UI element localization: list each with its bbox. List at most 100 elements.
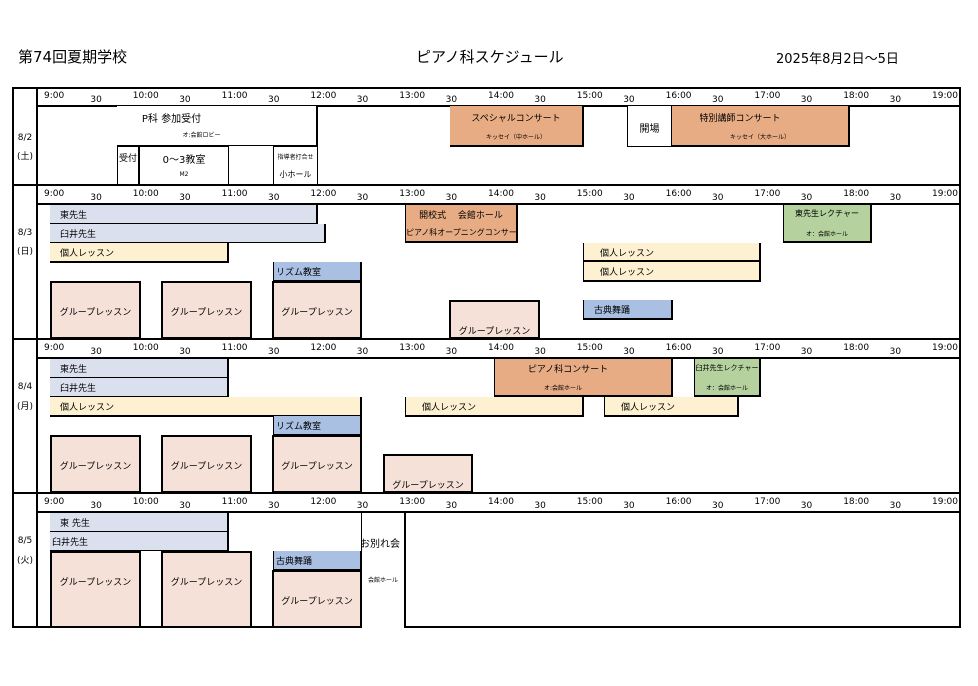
day-separator (12, 338, 961, 340)
event-azuma: 東 先生 (50, 513, 229, 532)
time-tick-label: 30 (179, 95, 191, 105)
time-tick-label: 30 (800, 347, 813, 357)
time-tick-label: 9:00 (44, 343, 65, 353)
time-tick-label: 30 (268, 501, 280, 511)
time-tick-label: 30 (712, 347, 724, 357)
time-tick-label: 11:00 (221, 189, 248, 199)
event-azuma: 東先生 (50, 205, 318, 224)
event-private-lesson: 個人レッスン (604, 397, 739, 417)
time-tick-label: 30 (712, 501, 724, 511)
time-tick-label: 30 (623, 193, 635, 203)
time-tick-label: 30 (534, 193, 546, 203)
day-weekday: (月) (16, 402, 34, 412)
time-tick-label: 10:00 (132, 497, 159, 507)
time-tick-label: 12:00 (310, 343, 337, 353)
event-usui-lecture: 臼井先生レクチャー オ：会館ホール (694, 359, 761, 397)
day-weekday: (土) (16, 152, 34, 162)
time-header-line (36, 357, 961, 359)
event-classroom: 0～3教室 M2 (139, 146, 229, 185)
event-group-lesson: グループレッスン (449, 300, 540, 339)
day-date: 8/5 (17, 536, 33, 546)
time-tick-label: 30 (800, 501, 813, 511)
time-tick-label: 30 (179, 501, 191, 511)
event-azuma: 東先生 (50, 359, 229, 378)
event-private-lesson: 個人レッスン (583, 262, 761, 282)
time-tick-label: 16:00 (665, 497, 692, 507)
event-private-lesson: 個人レッスン (405, 397, 584, 417)
event-private-lesson: 個人レッスン (583, 243, 761, 262)
time-tick-label: 18:00 (843, 189, 870, 199)
time-tick-label: 10:00 (132, 91, 159, 101)
time-tick-label: 30 (712, 193, 724, 203)
time-tick-label: 16:00 (665, 343, 692, 353)
time-tick-label: 15:00 (576, 497, 603, 507)
time-tick-label: 30 (534, 347, 546, 357)
time-tick-label: 30 (800, 193, 813, 203)
event-group-lesson: グループレッスン (161, 281, 252, 339)
time-tick-label: 14:00 (488, 189, 514, 199)
event-usui: 臼井先生 (50, 532, 229, 551)
time-tick-label: 19:00 (932, 497, 958, 507)
event-group-lesson: グループレッスン (272, 435, 362, 493)
time-tick-label: 12:00 (310, 497, 337, 507)
time-tick-label: 14:00 (488, 343, 514, 353)
time-tick-label: 11:00 (221, 343, 248, 353)
event-farewell-party: お別れ会 会館ホール (361, 513, 406, 628)
event-opening-ceremony: 開校式 会館ホール ピアノ科オープニングコンサート (405, 205, 518, 243)
schedule-title: ピアノ科スケジュール (416, 48, 564, 66)
event-usui: 臼井先生 (50, 224, 326, 243)
time-tick-label: 12:00 (310, 189, 337, 199)
time-tick-label: 30 (623, 95, 635, 105)
time-tick-label: 30 (800, 95, 813, 105)
school-title: 第74回夏期学校 (18, 48, 128, 66)
event-group-lesson: グループレッスン (50, 281, 141, 339)
time-tick-label: 13:00 (399, 343, 426, 353)
time-tick-label: 13:00 (399, 91, 426, 101)
time-header-line (36, 203, 961, 205)
time-tick-label: 15:00 (576, 189, 603, 199)
time-tick-label: 30 (889, 501, 902, 511)
date-range: 2025年8月2日～5日 (776, 52, 899, 67)
time-tick-label: 30 (623, 501, 635, 511)
time-tick-label: 19:00 (932, 189, 958, 199)
event-p-reception: P科 参加受付 オ:会館ロビー (117, 106, 318, 146)
day-date: 8/3 (17, 228, 33, 238)
event-classical-dance: 古典舞踊 (583, 300, 673, 320)
time-tick-label: 30 (90, 347, 102, 357)
time-tick-label: 30 (268, 95, 280, 105)
time-tick-label: 30 (90, 501, 102, 511)
day-date: 8/4 (17, 382, 33, 392)
time-header-line (36, 511, 961, 513)
time-tick-label: 30 (90, 95, 102, 105)
time-tick-label: 30 (445, 95, 458, 105)
time-tick-label: 30 (623, 347, 635, 357)
day-weekday: (日) (16, 247, 34, 257)
day-date: 8/2 (17, 133, 33, 143)
time-tick-label: 18:00 (843, 343, 870, 353)
time-tick-label: 9:00 (44, 497, 65, 507)
day-separator (12, 184, 961, 186)
time-tick-label: 14:00 (488, 91, 514, 101)
time-tick-label: 30 (268, 347, 280, 357)
time-tick-label: 18:00 (843, 497, 870, 507)
day-separator (12, 492, 961, 494)
time-tick-label: 19:00 (932, 343, 958, 353)
event-rhythm-class: リズム教室 (273, 416, 362, 436)
time-tick-label: 30 (534, 95, 546, 105)
time-tick-label: 30 (889, 95, 902, 105)
time-tick-label: 16:00 (665, 189, 692, 199)
time-tick-label: 30 (356, 501, 369, 511)
time-tick-label: 11:00 (221, 497, 248, 507)
event-classical-dance: 古典舞踊 (273, 551, 362, 571)
time-tick-label: 30 (889, 193, 902, 203)
time-tick-label: 30 (712, 95, 724, 105)
day-weekday: (火) (16, 556, 34, 566)
event-group-lesson: グループレッスン (272, 281, 362, 339)
time-tick-label: 30 (445, 347, 458, 357)
time-tick-label: 30 (179, 193, 191, 203)
time-tick-label: 18:00 (843, 91, 870, 101)
time-tick-label: 17:00 (754, 189, 781, 199)
time-tick-label: 17:00 (754, 497, 781, 507)
time-tick-label: 30 (356, 347, 369, 357)
event-group-lesson: グループレッスン (161, 435, 252, 493)
